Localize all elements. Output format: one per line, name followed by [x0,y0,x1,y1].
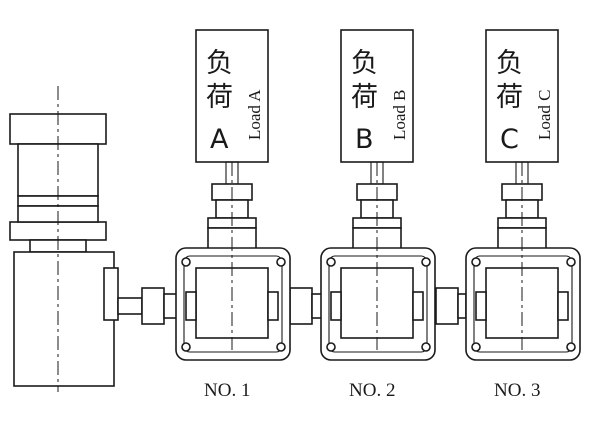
bolt-hole-3a [471,257,481,267]
load-b-cn-char2: 荷 [351,82,378,113]
bolt-hole-3b [566,257,576,267]
shaft-segment-3b [457,293,467,319]
motor [9,86,119,392]
gearbox-body-2 [340,267,414,339]
bolt-hole-2b [421,257,431,267]
bolt-hole-1d [276,342,286,352]
load-b-cn-char1: 负 [351,48,378,79]
shaft-segment-1 [117,297,143,315]
gearbox-base-inner-3 [473,255,573,353]
load-box-b [340,29,414,163]
gearbox-stub-right-1 [267,291,279,321]
gearbox-body-1 [195,267,269,339]
load-c-english: Load C [535,89,554,140]
gearbox-stub-right-3 [557,291,569,321]
load-c-cn-char2: 荷 [496,82,523,113]
load-a-cn-char1: 负 [206,48,233,79]
station-2: 负 荷 B Load B NO. 2 [320,29,436,401]
load-c-cn-char1: 负 [496,48,523,79]
station-3: 负 荷 C Load C NO. 3 [465,29,581,401]
load-box-a [195,29,269,163]
load-a-cn-char2: 荷 [206,82,233,113]
gearbox-body-3 [485,267,559,339]
load-c-letter: C [500,124,519,155]
shaft-coupling-3 [435,287,459,325]
bolt-hole-1a [181,257,191,267]
station-1-label: NO. 1 [204,380,250,401]
load-b-english: Load B [390,89,409,140]
gearbox-stub-left-3 [475,291,487,321]
station-3-label: NO. 3 [494,380,540,401]
gearbox-stub-left-2 [330,291,342,321]
shaft-coupling-2 [289,287,313,325]
station-2-label: NO. 2 [349,380,395,401]
motor-side-bracket [103,267,119,321]
load-a-letter: A [210,124,229,155]
bolt-hole-1b [276,257,286,267]
motor-housing [13,251,115,387]
bolt-hole-3d [566,342,576,352]
bolt-hole-3c [471,342,481,352]
shaft-coupling-1 [141,287,165,325]
load-a-english: Load A [245,89,264,140]
bolt-hole-1c [181,342,191,352]
bolt-hole-2d [421,342,431,352]
station-1: 负 荷 A Load A NO. 1 [175,29,291,401]
bolt-hole-2a [326,257,336,267]
gearbox-base-inner-2 [328,255,428,353]
load-b-letter: B [355,124,374,155]
gearbox-stub-left-1 [185,291,197,321]
bolt-hole-2c [326,342,336,352]
gearbox-base-inner-1 [183,255,283,353]
gearbox-stub-right-2 [412,291,424,321]
